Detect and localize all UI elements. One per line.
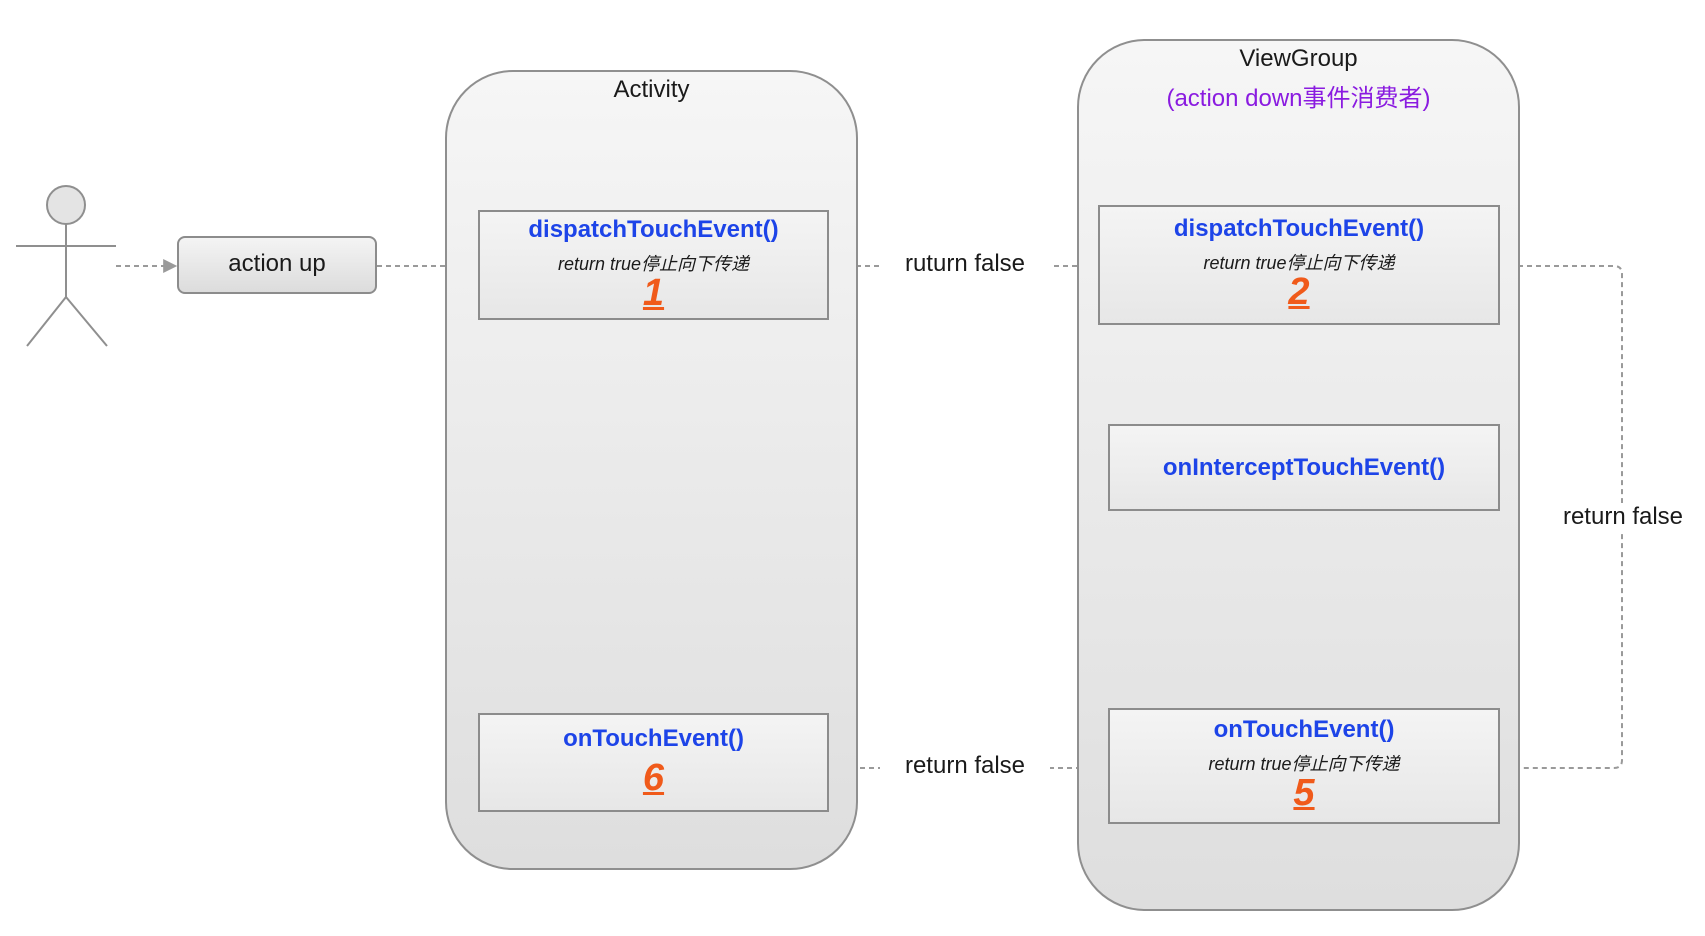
viewgroup-ontouch-note: return true停止向下传递	[1208, 754, 1400, 774]
viewgroup-dispatch-name: dispatchTouchEvent()	[1173, 215, 1425, 242]
viewgroup-ontouch-name: onTouchEvent()	[1213, 716, 1395, 743]
viewgroup-dispatch-note: return true停止向下传递	[1203, 253, 1395, 273]
edge-label-viewgroup-to-activity: return false	[880, 752, 1050, 780]
viewgroup-ontouch-step: 5	[1293, 772, 1315, 814]
edge-label-activity-to-viewgroup: ruturn false	[880, 250, 1050, 278]
activity-ontouch-box: onTouchEvent() 6	[478, 713, 829, 812]
activity-dispatch-note: return true停止向下传递	[557, 254, 750, 274]
viewgroup-intercept-box: onInterceptTouchEvent()	[1108, 424, 1500, 511]
viewgroup-ontouch-box: onTouchEvent() return true停止向下传递 5	[1108, 708, 1500, 824]
activity-dispatch-name: dispatchTouchEvent()	[528, 216, 779, 243]
edge-label-dispatch-to-ontouch: return false	[1548, 503, 1698, 531]
stick-figure-icon	[16, 185, 116, 347]
activity-title: Activity	[613, 76, 690, 103]
viewgroup-dispatch-step: 2	[1288, 271, 1310, 313]
activity-ontouch-name: onTouchEvent()	[563, 725, 744, 752]
viewgroup-dispatch-box: dispatchTouchEvent() return true停止向下传递 2	[1098, 205, 1500, 325]
action-up-node: action up	[177, 236, 377, 294]
activity-dispatch-step: 1	[642, 272, 665, 314]
viewgroup-title: ViewGroup	[1239, 45, 1358, 72]
viewgroup-intercept-name: onInterceptTouchEvent()	[1162, 454, 1446, 481]
activity-ontouch-step: 6	[642, 757, 665, 799]
activity-dispatch-box: dispatchTouchEvent() return true停止向下传递 1	[478, 210, 829, 320]
action-up-label: action up	[228, 250, 326, 277]
viewgroup-subtitle: (action down事件消费者)	[1166, 85, 1431, 112]
